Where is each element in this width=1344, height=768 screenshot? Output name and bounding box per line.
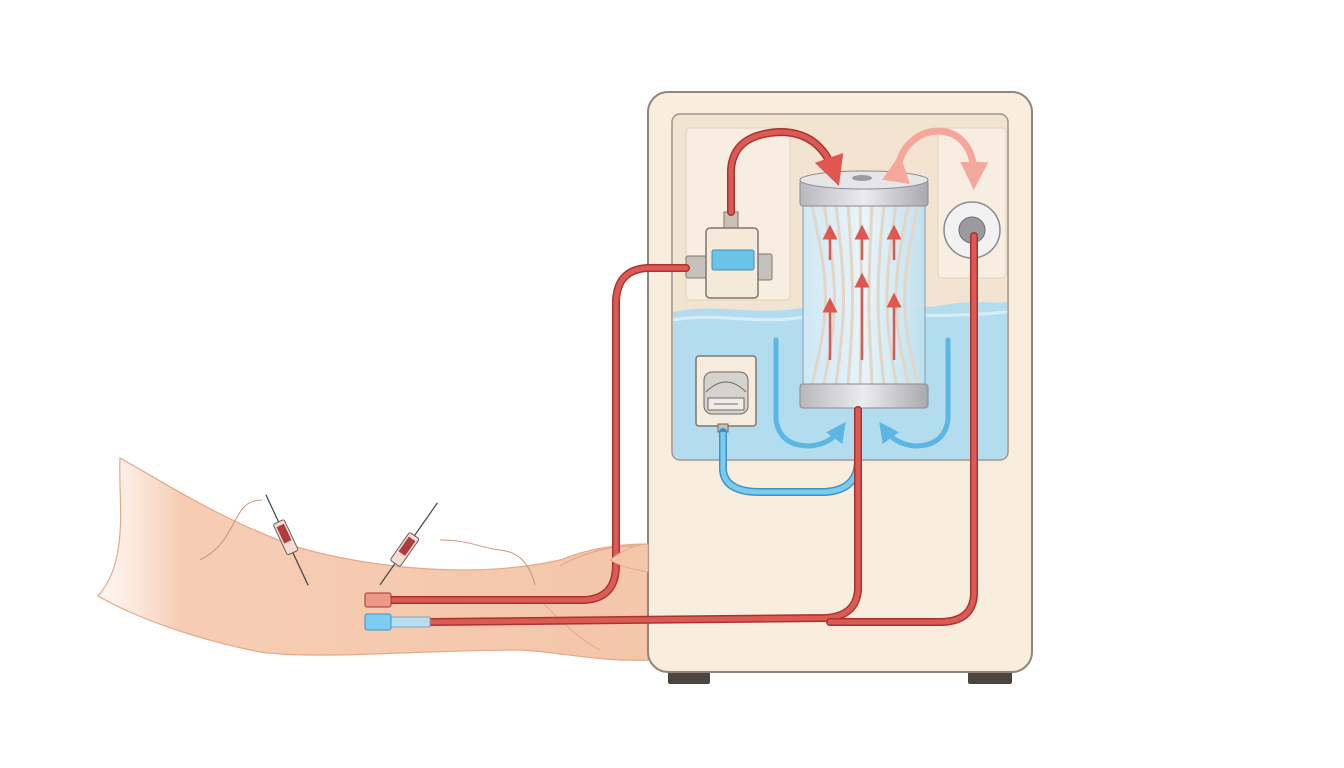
blood-tubes <box>386 127 978 626</box>
return-flow-arrow <box>882 127 989 190</box>
venous-connector-sleeve <box>387 616 431 628</box>
dialysate-flow-arrows <box>773 337 951 449</box>
dialyzer-bottom-cap <box>799 383 929 409</box>
arterial-connector <box>364 592 392 608</box>
needle-1 <box>265 494 309 586</box>
blood-pump <box>685 211 773 299</box>
forearm-skin <box>97 457 649 661</box>
arterial-line <box>386 127 844 604</box>
thread <box>199 499 536 586</box>
dialyzer-body <box>802 197 926 391</box>
pump-display <box>711 249 755 271</box>
venous-port <box>943 201 1001 259</box>
dialysate-module <box>695 355 757 433</box>
dialyzer-inlet <box>852 175 872 181</box>
flow-arrow <box>773 337 846 449</box>
needle-2 <box>379 502 438 586</box>
venous-line <box>426 232 978 626</box>
dialysis-machine <box>647 91 1033 684</box>
venous-connector <box>364 613 392 631</box>
knuckle-line <box>539 599 601 651</box>
blood-flow-arrows <box>822 224 902 360</box>
dialyzer <box>799 170 929 409</box>
flow-arrow <box>879 337 951 449</box>
fingers <box>609 543 649 573</box>
